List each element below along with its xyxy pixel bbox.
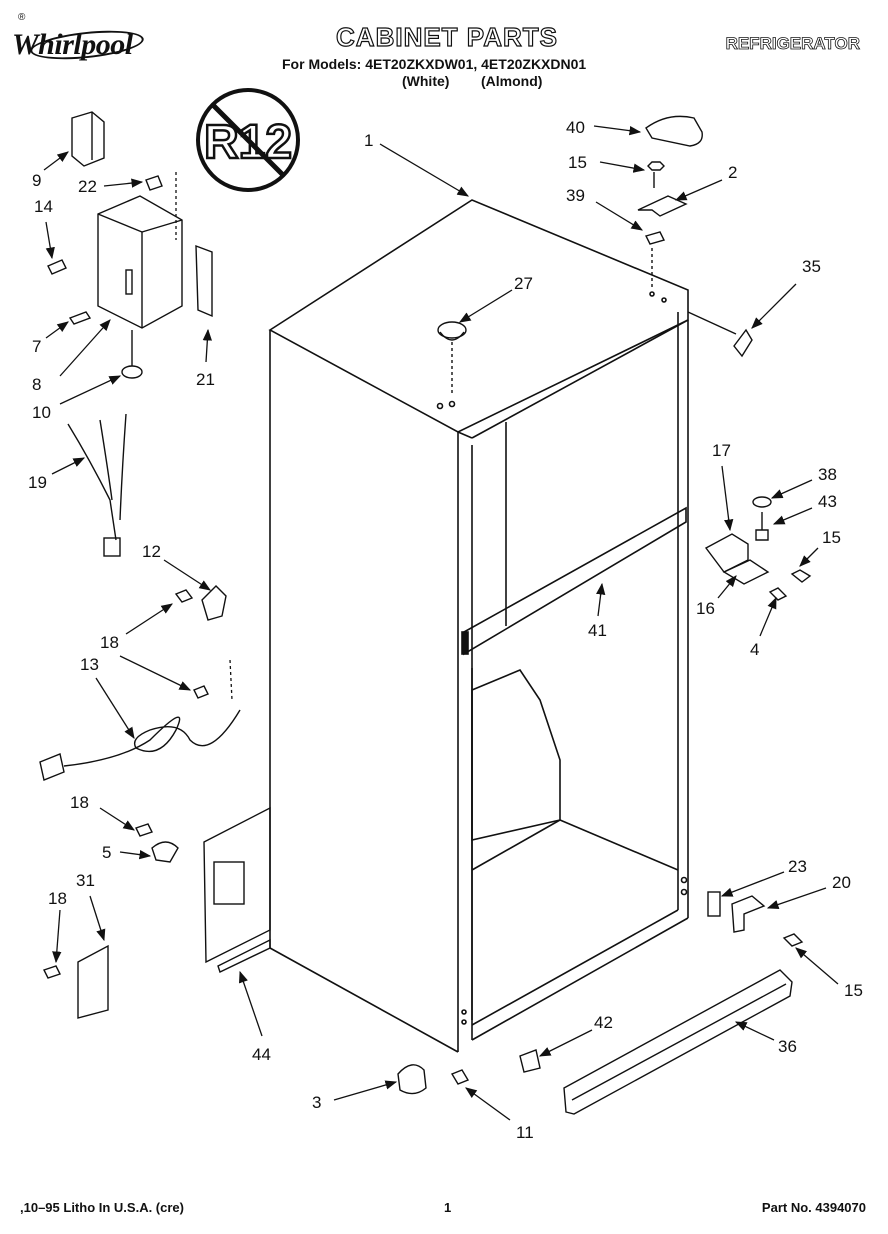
callout-18: 18 <box>100 633 119 652</box>
brand-logo: Whirlpool <box>12 28 133 61</box>
callout-labels: 40 15 2 39 35 1 27 9 22 14 7 8 10 21 19 … <box>28 118 863 1142</box>
callout-13: 13 <box>80 655 99 674</box>
callout-15: 15 <box>822 528 841 547</box>
callout-8: 8 <box>32 375 41 394</box>
callout-10: 10 <box>32 403 51 422</box>
callout-9: 9 <box>32 171 41 190</box>
page-number: 1 <box>444 1200 452 1215</box>
cabinet-shell <box>268 199 689 1053</box>
callout-5: 5 <box>102 843 111 862</box>
callout-18: 18 <box>48 889 67 908</box>
callout-15: 15 <box>568 153 587 172</box>
callout-16: 16 <box>696 599 715 618</box>
callout-15: 15 <box>844 981 863 1000</box>
callout-18: 18 <box>70 793 89 812</box>
callout-2: 2 <box>728 163 737 182</box>
corner-mark: ® <box>18 12 26 23</box>
variant-almond: (Almond) <box>481 73 543 89</box>
part-number: Part No. 4394070 <box>761 1200 866 1215</box>
callout-35: 35 <box>802 257 821 276</box>
page-title: CABINET PARTS <box>335 21 558 52</box>
r12-stamp: R12 <box>196 88 300 192</box>
callout-38: 38 <box>818 465 837 484</box>
callout-4: 4 <box>750 640 759 659</box>
callout-12: 12 <box>142 542 161 561</box>
appliance-category: REFRIGERATOR <box>725 34 860 54</box>
callout-19: 19 <box>28 473 47 492</box>
variant-white: (White) <box>402 73 450 89</box>
callout-20: 20 <box>832 873 851 892</box>
callout-43: 43 <box>818 492 837 511</box>
litho-note: ,10–95 Litho In U.S.A. (cre) <box>20 1200 184 1215</box>
part-sketches <box>39 111 812 1115</box>
callout-36: 36 <box>778 1037 797 1056</box>
callout-7: 7 <box>32 337 41 356</box>
callout-40: 40 <box>566 118 585 137</box>
callout-21: 21 <box>196 370 215 389</box>
callout-27: 27 <box>514 274 533 293</box>
callout-17: 17 <box>712 441 731 460</box>
callout-39: 39 <box>566 186 585 205</box>
callout-31: 31 <box>76 871 95 890</box>
callout-14: 14 <box>34 197 53 216</box>
callout-23: 23 <box>788 857 807 876</box>
callout-11: 11 <box>516 1123 534 1142</box>
callout-42: 42 <box>594 1013 613 1032</box>
model-numbers: For Models: 4ET20ZKXDW01, 4ET20ZKXDN01 <box>282 56 587 72</box>
callout-41: 41 <box>588 621 607 640</box>
leader-lines <box>43 125 839 1121</box>
callout-22: 22 <box>78 177 97 196</box>
callout-3: 3 <box>312 1093 321 1112</box>
callout-44: 44 <box>252 1045 271 1064</box>
callout-1: 1 <box>364 131 373 150</box>
